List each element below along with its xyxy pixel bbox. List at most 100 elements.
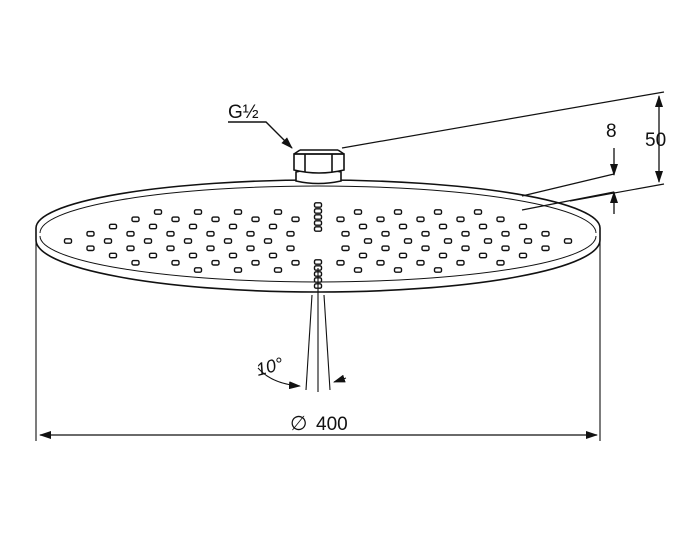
nozzle [211, 216, 220, 223]
nozzle [341, 245, 350, 252]
nozzle [188, 223, 198, 230]
nozzle [251, 216, 260, 223]
nozzle [268, 223, 278, 230]
nozzle-pattern [63, 202, 573, 289]
nozzle [563, 238, 573, 244]
nozzle [148, 252, 158, 259]
nozzle [108, 223, 118, 230]
nozzle [496, 259, 505, 266]
nozzle [461, 230, 470, 237]
nozzle [376, 259, 385, 266]
nozzle [188, 252, 198, 259]
nozzle [473, 209, 483, 215]
nozzle [353, 267, 363, 273]
nozzle [541, 230, 550, 237]
nozzle [336, 259, 345, 266]
nozzle [108, 252, 118, 259]
nozzle [381, 245, 390, 252]
nozzle [193, 209, 203, 215]
nozzle [358, 223, 368, 230]
nozzle [313, 214, 323, 220]
nozzle [336, 216, 345, 223]
nozzle [206, 230, 215, 237]
nozzle [126, 245, 135, 252]
nozzle [313, 259, 323, 265]
nozzle [143, 238, 153, 244]
nozzle [478, 252, 488, 259]
nozzle [313, 202, 323, 208]
spray-angle-lines [257, 268, 347, 392]
nozzle [416, 216, 425, 223]
nozzle [518, 252, 528, 259]
nozzle [363, 238, 373, 244]
nozzle [171, 259, 180, 266]
nozzle [273, 209, 283, 215]
nozzle [438, 252, 448, 259]
spray-angle-label: 10° [254, 353, 285, 379]
nozzle [286, 230, 295, 237]
nozzle [523, 238, 533, 244]
nozzle [131, 259, 140, 266]
nozzle [381, 230, 390, 237]
nozzle [433, 209, 443, 215]
nozzle [126, 230, 135, 237]
nozzle [263, 238, 273, 244]
nozzle [461, 245, 470, 252]
nozzle [483, 238, 493, 244]
nozzle [291, 216, 300, 223]
dimension-small-label: 8 [606, 121, 617, 142]
nozzle [518, 223, 528, 230]
nozzle [251, 259, 260, 266]
nozzle [456, 216, 465, 223]
nozzle [358, 252, 368, 259]
nozzle [86, 230, 95, 237]
nozzle [403, 238, 413, 244]
nozzle [211, 259, 220, 266]
nozzle [478, 223, 488, 230]
nozzle [398, 223, 408, 230]
nozzle [193, 267, 203, 273]
nozzle [313, 208, 323, 214]
diameter-label: 400 [316, 414, 348, 435]
nozzle [313, 220, 323, 226]
thread-leader [228, 121, 293, 149]
nozzle [341, 230, 350, 237]
nozzle [273, 267, 283, 273]
nozzle [63, 238, 73, 244]
nozzle [421, 230, 430, 237]
nozzle [313, 226, 323, 232]
nozzle [228, 252, 238, 259]
nozzle [433, 267, 443, 273]
nozzle [501, 230, 510, 237]
nozzle [496, 216, 505, 223]
nozzle [416, 259, 425, 266]
nozzle [353, 209, 363, 215]
nozzle [268, 252, 278, 259]
nozzle [171, 216, 180, 223]
nozzle [131, 216, 140, 223]
nozzle [183, 238, 193, 244]
nozzle [153, 209, 163, 215]
nozzle [398, 252, 408, 259]
nozzle [148, 223, 158, 230]
dimension-total-label: 50 [645, 130, 666, 151]
diameter-extension-lines [35, 242, 601, 441]
nozzle [376, 216, 385, 223]
diameter-symbol: ∅ [290, 413, 307, 435]
nozzle [501, 245, 510, 252]
nozzle [541, 245, 550, 252]
nozzle [86, 245, 95, 252]
nozzle [456, 259, 465, 266]
nozzle [223, 238, 233, 244]
nozzle [166, 245, 175, 252]
nozzle [438, 223, 448, 230]
thread-connector [293, 149, 345, 185]
nozzle [421, 245, 430, 252]
nozzle [166, 230, 175, 237]
nozzle [233, 209, 243, 215]
nozzle [103, 238, 113, 244]
thread-label: G½ [228, 102, 259, 123]
nozzle [291, 259, 300, 266]
nozzle [393, 267, 403, 273]
